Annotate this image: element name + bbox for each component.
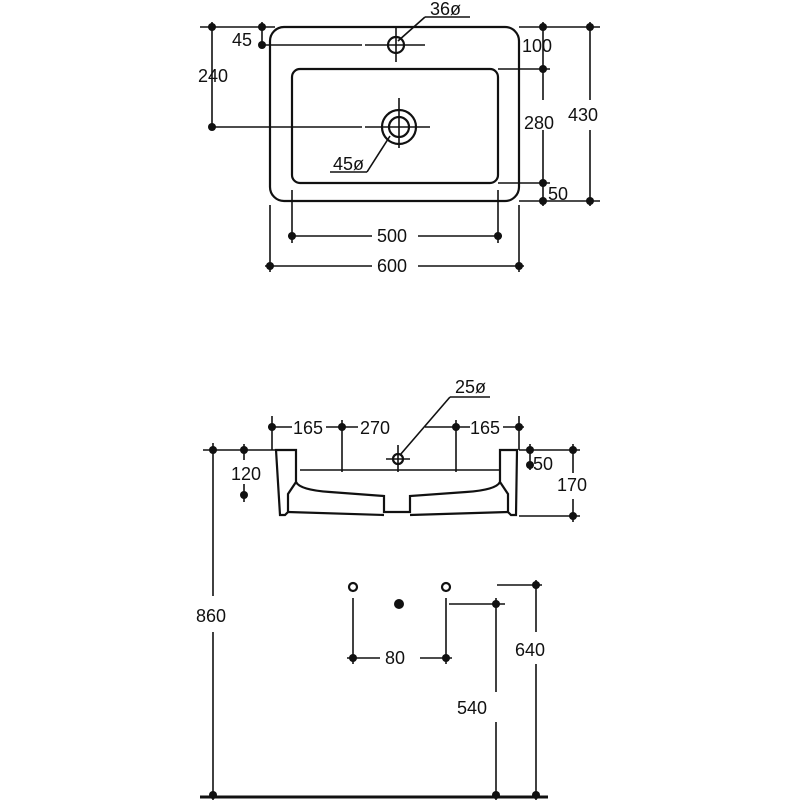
waste-hole-diameter-label: 45ø xyxy=(333,154,364,174)
tap-hole-offset-label: 45 xyxy=(232,30,252,50)
bowl-width-label: 500 xyxy=(377,226,407,246)
wall-fixings xyxy=(347,581,452,664)
left-dimension-lines xyxy=(200,22,362,131)
left-spacing-label: 165 xyxy=(293,418,323,438)
height-label: 170 xyxy=(557,475,587,495)
top-view: 36ø 45 240 45ø xyxy=(198,0,604,276)
rim-label: 50 xyxy=(533,454,553,474)
bolt-spacing-label: 80 xyxy=(385,648,405,668)
bowl-inner-outline xyxy=(290,67,500,185)
waste-hole-marker xyxy=(365,98,430,148)
small-hole-diameter-label: 25ø xyxy=(455,377,486,397)
front-view: 25ø 165 270 165 50 xyxy=(196,377,590,800)
mount-height-label: 860 xyxy=(196,606,226,626)
waste-height-label: 540 xyxy=(457,698,487,718)
hole-height-label: 120 xyxy=(231,464,261,484)
bowl-depth-label: 280 xyxy=(524,113,554,133)
right-spacing-label: 165 xyxy=(470,418,500,438)
fixing-height-dimensions xyxy=(449,580,542,800)
overall-depth-label: 430 xyxy=(568,105,598,125)
basin-outer-outline xyxy=(268,25,521,203)
tap-hole-leader xyxy=(397,16,470,42)
waste-offset-label: 240 xyxy=(198,66,228,86)
overall-width-label: 600 xyxy=(377,256,407,276)
bottom-margin-label: 50 xyxy=(548,184,568,204)
bottom-dimension-lines xyxy=(265,190,524,272)
tap-hole-marker xyxy=(365,28,425,62)
center-spacing-label: 270 xyxy=(360,418,390,438)
spacing-dimension-lines xyxy=(268,416,524,450)
basin-section-outline xyxy=(274,448,298,517)
top-margin-label: 100 xyxy=(522,36,552,56)
small-hole-leader xyxy=(399,396,490,456)
tap-hole-diameter-label: 36ø xyxy=(430,0,461,19)
height-dimension-lines xyxy=(519,444,580,522)
bolt-height-label: 640 xyxy=(515,640,545,660)
waste-hole-leader xyxy=(330,135,391,173)
